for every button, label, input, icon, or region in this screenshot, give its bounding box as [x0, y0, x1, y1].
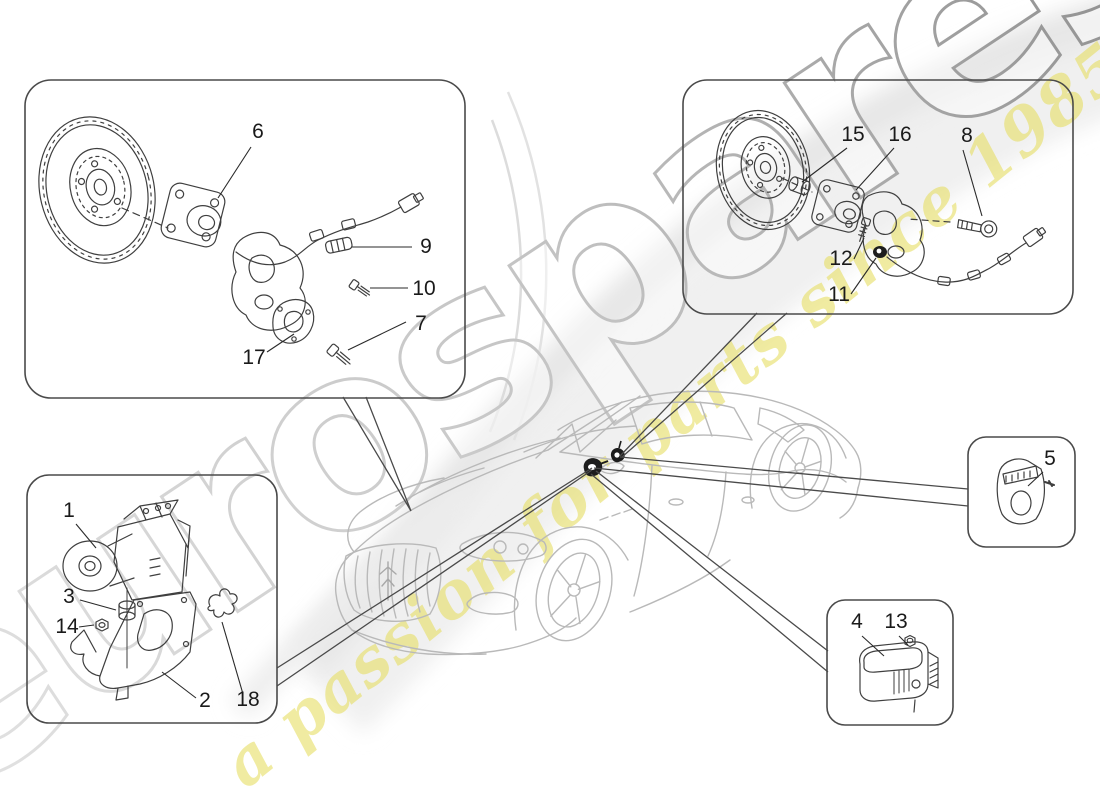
rear-sensor-marker-icon: [610, 440, 625, 463]
part-label-15[interactable]: 15: [841, 123, 864, 146]
swoosh-background: [230, 0, 1100, 734]
part-number-leaders: [75, 146, 1044, 699]
car-illustration: [334, 390, 862, 656]
part-label-18[interactable]: 18: [236, 688, 259, 711]
part-label-2[interactable]: 2: [199, 689, 211, 712]
callout-box-front-brake: [24, 79, 466, 399]
part-number-labels: 6 9 10 7 17 15 16 8 12 11 1 3 14 2 18 5 …: [55, 120, 1056, 712]
callout-box-control-module: [826, 599, 954, 726]
front-brake-parts-art: [38, 116, 424, 365]
control-module-part-art: [859, 634, 939, 713]
rear-brake-parts-art: [715, 109, 1047, 287]
part-label-16[interactable]: 16: [888, 123, 911, 146]
part-label-7[interactable]: 7: [415, 312, 427, 335]
part-label-6[interactable]: 6: [252, 120, 264, 143]
callout-box-rear-brake: [682, 79, 1074, 315]
part-label-10[interactable]: 10: [412, 277, 435, 300]
part-label-3[interactable]: 3: [63, 585, 75, 608]
callout-box-abs-unit: [26, 474, 278, 724]
part-label-8[interactable]: 8: [961, 124, 973, 147]
part-label-1[interactable]: 1: [63, 499, 75, 522]
part-label-11[interactable]: 11: [828, 283, 850, 306]
part-label-5[interactable]: 5: [1044, 447, 1056, 470]
part-label-13[interactable]: 13: [884, 610, 907, 633]
callout-box-bracket: [967, 436, 1076, 548]
part-label-12[interactable]: 12: [829, 247, 852, 270]
part-label-9[interactable]: 9: [420, 235, 432, 258]
callout-leader-lines: [276, 312, 969, 687]
part-label-14[interactable]: 14: [55, 615, 79, 638]
part-label-4[interactable]: 4: [851, 610, 863, 633]
part-label-17[interactable]: 17: [242, 346, 265, 369]
callout-boxes: [24, 79, 1076, 726]
